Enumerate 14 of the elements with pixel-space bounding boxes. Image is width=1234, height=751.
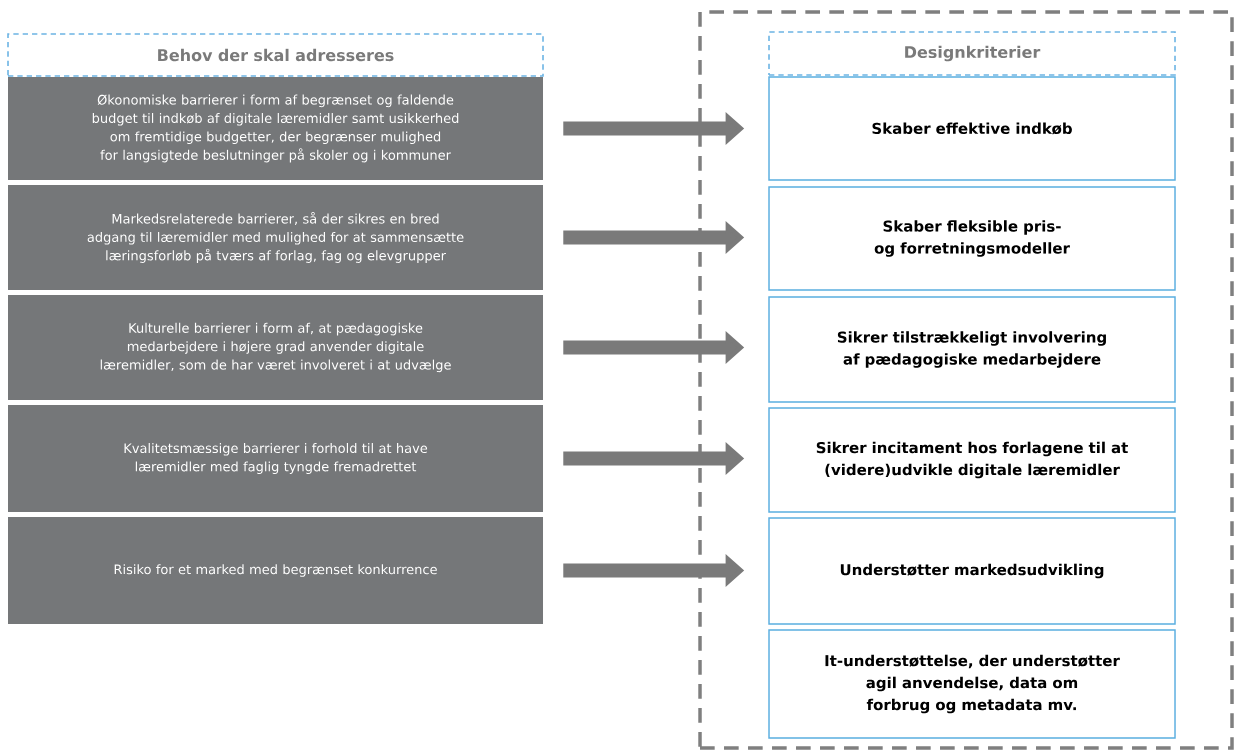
criterion-box: Understøtter markedsudvikling: [768, 517, 1176, 625]
need-box: Risiko for et marked med begrænset konkurrence: [8, 517, 543, 624]
dashed-frame: [698, 10, 1234, 750]
criterion-box: Sikrer tilstrækkeligt involvering af pædagogiske medarbejdere: [768, 296, 1176, 403]
criterion-box: It-understøttelse, der understøtter agil anvendelse, data om forbrug og metadata mv.: [768, 629, 1176, 739]
header-box: Designkriterier: [768, 31, 1176, 76]
criterion-box: Sikrer incitament hos forlagene til at (videre)udvikle digitale læremidler: [768, 407, 1176, 513]
criterion-box: Skaber fleksible pris- og forretningsmodeller: [768, 186, 1176, 291]
need-box: Kvalitetsmæssige barrierer i forhold til at have læremidler med faglig tyngde fremadrettet: [8, 405, 543, 512]
need-box: Økonomiske barrierer i form af begrænset og faldende budget til indkøb af digitale læremidler samt usikkerhed om fremtidige budgetter, der begrænser mulighed for langsigtede beslutninger på skoler og i kommuner: [8, 77, 543, 180]
criterion-box: Skaber effektive indkøb: [768, 76, 1176, 181]
header-box: Behov der skal adresseres: [7, 33, 544, 77]
need-box: Kulturelle barrierer i form af, at pædagogiske medarbejdere i højere grad anvender digitale læremidler, som de har været involveret i at udvælge: [8, 295, 543, 400]
need-box: Markedsrelaterede barrierer, så der sikres en bred adgang til læremidler med mulighed for at sammensætte læringsforløb på tværs af forlag, fag og elevgrupper: [8, 185, 543, 290]
